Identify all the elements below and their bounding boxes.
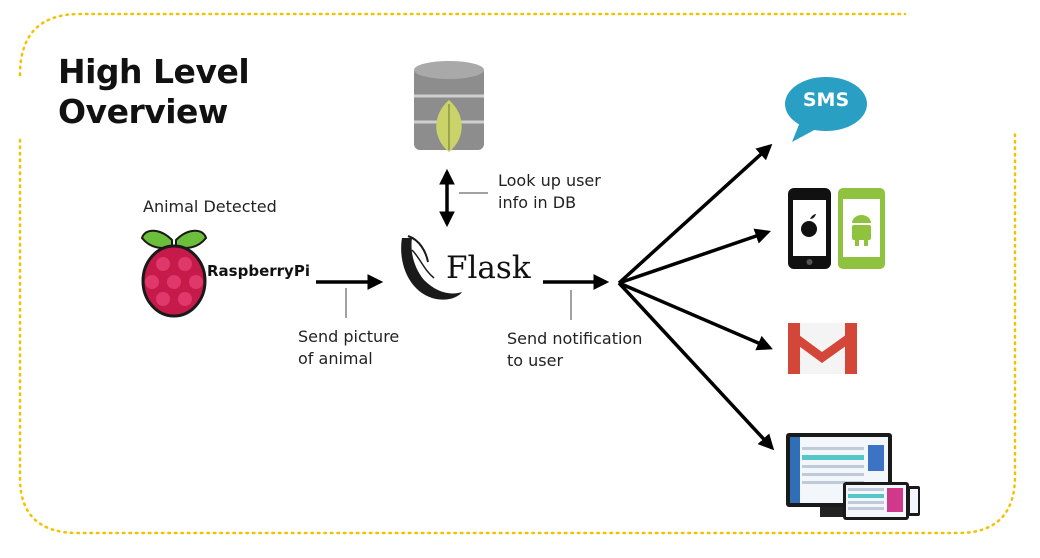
android-phone-icon [838,188,885,269]
arrow-to-sms [617,143,773,285]
web-dashboard-icon [786,433,920,520]
gmail-icon [788,323,857,374]
send-notification-line-2: to user [507,351,564,370]
raspberry-pi-icon [140,229,208,318]
send-notification-line-1: Send notification [507,329,643,348]
mongodb-icon [414,61,484,152]
send-picture-label: Send picture of animal [298,326,399,370]
apple-phone-icon [788,188,831,269]
title-line-2: Overview [58,92,228,131]
sms-text: SMS [802,89,850,111]
flask-logo-text: Flask [446,250,531,286]
title-line-1: High Level [58,52,250,91]
arrow-to-dashboard [617,281,775,451]
raspberry-pi-logo-text: RaspberryPi [207,262,310,280]
dotted-frame-top [18,12,907,77]
send-picture-line-1: Send picture [298,327,400,346]
flask-icon [401,235,462,300]
sms-bubble-icon [785,77,867,142]
page-title: High Level Overview [58,52,250,132]
send-notification-label: Send notification to user [507,328,642,372]
dotted-frame-bottom [18,128,1017,535]
lookup-label: Look up user info in DB [498,170,601,214]
fan-out-arrows [617,143,775,451]
arrow-to-phones [618,228,771,285]
send-picture-line-2: of animal [298,349,373,368]
animal-detected-caption: Animal Detected [143,197,277,216]
lookup-line-1: Look up user [498,171,601,190]
lookup-line-2: info in DB [498,193,577,212]
arrow-to-gmail [618,281,773,351]
